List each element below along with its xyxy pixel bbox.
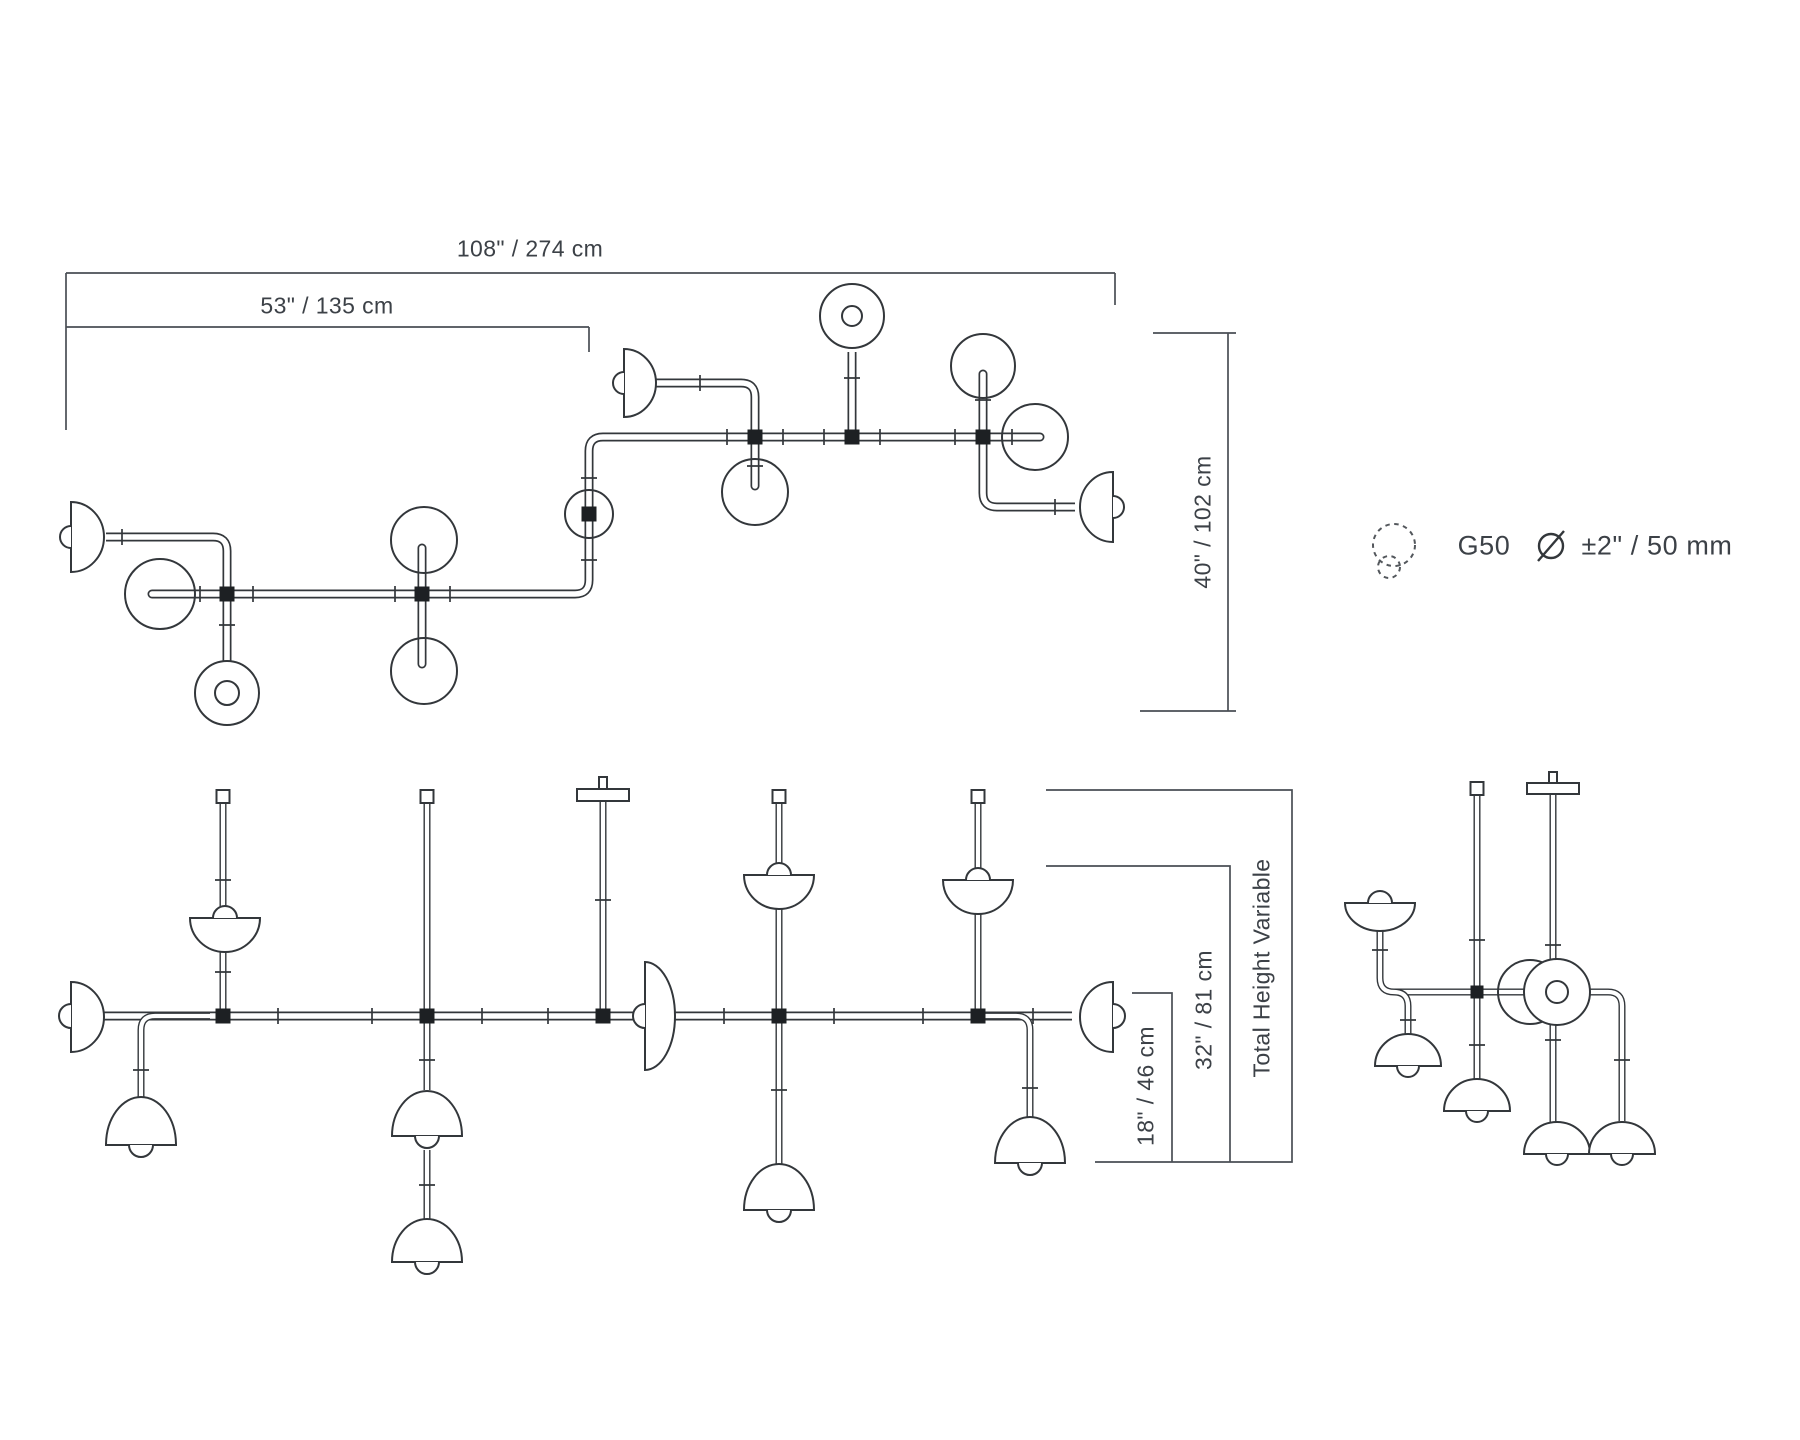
- dim-width-total-lines: [65, 272, 1116, 430]
- pendant-dome: [1587, 1121, 1657, 1155]
- dim-label-total-height: Total Height Variable: [1248, 858, 1275, 1078]
- pendant-dome: [1373, 1033, 1443, 1067]
- pendant-dome: [390, 1218, 464, 1263]
- side-dome-left: [70, 980, 105, 1054]
- bulb-circle: [1001, 403, 1069, 471]
- g50-bulb-dashed-icon: [1372, 523, 1416, 579]
- dim-label-drop-long: 32" / 81 cm: [1190, 950, 1217, 1070]
- diameter-symbol-icon: [1537, 530, 1565, 562]
- ceiling-cap: [1469, 781, 1485, 796]
- ceiling-cap: [970, 789, 986, 804]
- bulb-circle: [950, 333, 1016, 399]
- pendant-dome: [1522, 1121, 1592, 1155]
- side-view-drawing: [1343, 771, 1657, 1166]
- dim-drop-short-lines: [1132, 992, 1173, 1162]
- top-view-drawing: [59, 272, 1236, 726]
- dim-width-partial-lines: [66, 326, 590, 352]
- bulb-circle: [390, 637, 458, 705]
- ceiling-cap: [215, 789, 231, 804]
- dim-depth-lines: [1140, 332, 1236, 712]
- uplight-bowl: [1343, 902, 1417, 932]
- hub-circle: [564, 489, 614, 539]
- uplight-bowl: [742, 874, 816, 910]
- ceiling-canopy: [576, 788, 630, 802]
- front-view-drawing: [58, 776, 1293, 1275]
- ceiling-cap: [771, 789, 787, 804]
- pendant-dome: [1442, 1078, 1512, 1112]
- ceiling-cap: [419, 789, 435, 804]
- uplight-bowl: [941, 879, 1015, 915]
- dim-total-height-lines: [1046, 789, 1293, 1163]
- ceiling-canopy: [1526, 782, 1580, 795]
- uplight-bowl: [188, 917, 262, 953]
- legend-bulb-name: G50: [1457, 530, 1511, 561]
- dim-label-depth: 40" / 102 cm: [1189, 455, 1216, 589]
- dim-label-drop-short: 18" / 46 cm: [1132, 1026, 1159, 1146]
- dim-label-width-total: 108" / 274 cm: [456, 235, 604, 262]
- pendant-dome: [742, 1163, 816, 1211]
- side-dome-right: [1079, 980, 1114, 1054]
- pendant-dome: [104, 1096, 178, 1146]
- legend: [1372, 523, 1565, 579]
- dim-drop-long-lines: [1046, 865, 1231, 1162]
- pendant-dome: [993, 1116, 1067, 1164]
- side-dome-right: [1079, 470, 1114, 544]
- side-dome-on-bar: [644, 960, 676, 1072]
- side-dome-left: [70, 500, 105, 574]
- bulb-circle: [390, 506, 458, 574]
- bulb-circle: [124, 558, 196, 630]
- pendant-dome: [390, 1090, 464, 1137]
- side-dome-middle: [623, 347, 657, 419]
- legend-bulb-size: ±2" / 50 mm: [1581, 530, 1733, 561]
- bulb-circle: [721, 458, 789, 526]
- dim-label-width-partial: 53" / 135 cm: [260, 292, 394, 319]
